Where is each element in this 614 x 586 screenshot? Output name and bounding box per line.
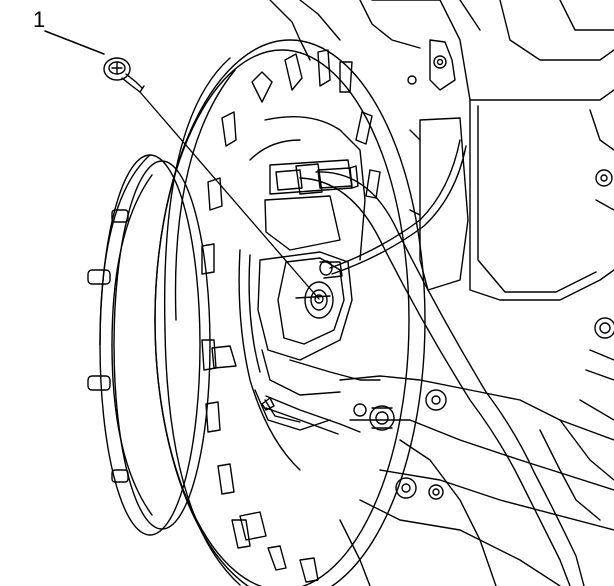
bolt-leader-line [139, 91, 320, 300]
callout-number: 1 [33, 7, 45, 32]
brake-rotor [154, 39, 426, 586]
brake-hose [295, 139, 585, 586]
label-leader-line [44, 30, 105, 55]
tie-rod [261, 395, 361, 435]
bolt-part [103, 57, 145, 93]
lower-control-arm [339, 375, 614, 586]
caliper-bracket [257, 159, 381, 396]
wheel-hub [87, 154, 211, 536]
